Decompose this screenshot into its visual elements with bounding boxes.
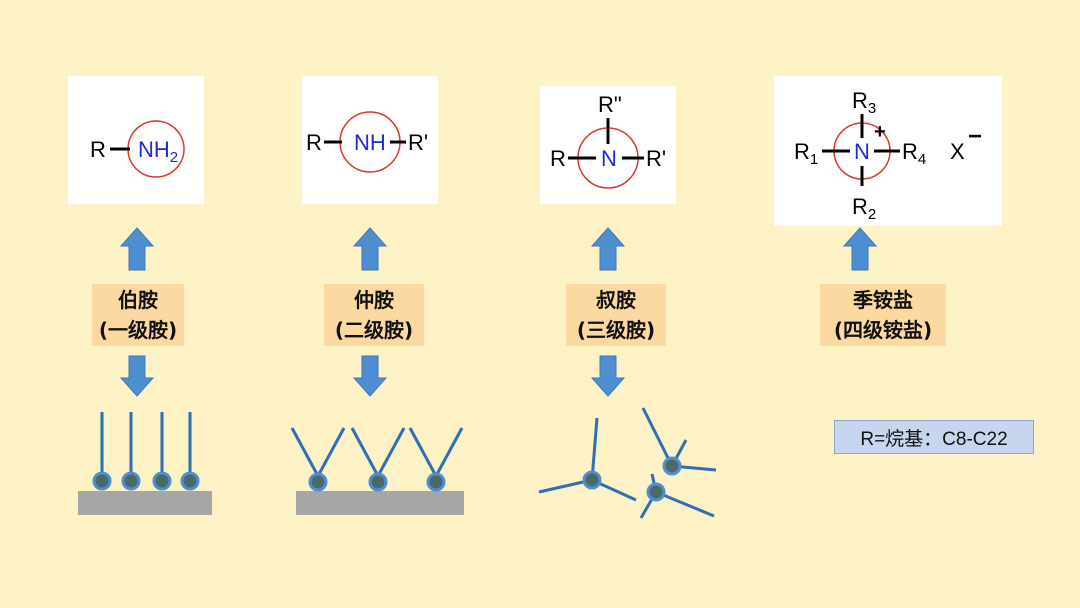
tertiary-amine-formula: R" R N R' bbox=[550, 92, 666, 189]
quaternary-ammonium-formula: R3 R1 N + R4 R2 X − bbox=[794, 88, 982, 223]
right-group: R4 bbox=[902, 139, 926, 168]
secondary-adsorption bbox=[290, 427, 464, 515]
up-arrow-icon bbox=[590, 227, 626, 271]
primary-adsorption bbox=[78, 412, 212, 515]
center-atom: N bbox=[854, 139, 870, 164]
alkyl-chain bbox=[538, 478, 593, 494]
alkyl-chain bbox=[650, 473, 658, 493]
down-arrow-icon bbox=[119, 355, 155, 397]
primary-amine-formula: R NH2 bbox=[90, 120, 185, 178]
amine-level: (四级铵盐) bbox=[833, 318, 933, 342]
charge-sign: + bbox=[874, 121, 886, 143]
right-group: R' bbox=[408, 130, 428, 155]
alkyl-chain bbox=[641, 407, 674, 467]
alkyl-chain bbox=[591, 478, 637, 502]
alkyl-chain bbox=[376, 427, 406, 477]
alkyl-chain bbox=[655, 490, 715, 518]
left-group: R bbox=[306, 130, 322, 155]
right-group: R' bbox=[646, 146, 666, 171]
center-atom: NH2 bbox=[138, 137, 178, 166]
down-arrow-icon bbox=[352, 355, 388, 397]
substrate-plate bbox=[78, 491, 212, 515]
up-arrow-icon bbox=[842, 227, 878, 271]
alkyl-chain bbox=[670, 439, 688, 467]
alkyl-legend: R=烷基：C8-C22 bbox=[834, 420, 1034, 454]
alkyl-legend-text: R=烷基：C8-C22 bbox=[860, 428, 1008, 450]
anion: X bbox=[950, 139, 965, 164]
quaternary-ammonium-label: 季铵盐 (四级铵盐) bbox=[820, 284, 946, 346]
amine-level: (一级胺) bbox=[98, 318, 178, 342]
head-group bbox=[180, 471, 200, 491]
center-atom: N bbox=[601, 146, 617, 171]
primary-amine-card: R NH2 bbox=[68, 76, 204, 204]
alkyl-chain bbox=[671, 464, 717, 472]
alkyl-chain bbox=[290, 427, 320, 477]
primary-amine-label: 伯胺 (一级胺) bbox=[92, 284, 184, 346]
amine-name: 叔胺 bbox=[596, 288, 636, 312]
alkyl-chain bbox=[408, 427, 438, 477]
secondary-amine-card: R NH R' bbox=[302, 76, 438, 204]
amine-level: (二级胺) bbox=[334, 318, 414, 342]
up-arrow-icon bbox=[352, 227, 388, 271]
head-group bbox=[308, 472, 328, 492]
alkyl-chain bbox=[350, 427, 380, 477]
amine-level: (三级胺) bbox=[576, 318, 656, 342]
quaternary-ammonium-card: R3 R1 N + R4 R2 X − bbox=[774, 76, 1002, 226]
head-group bbox=[121, 471, 141, 491]
center-atom: NH bbox=[354, 130, 386, 155]
alkyl-chain bbox=[434, 427, 464, 477]
head-group bbox=[662, 456, 682, 476]
head-group bbox=[152, 471, 172, 491]
amine-name: 仲胺 bbox=[354, 288, 394, 312]
alkyl-chain bbox=[590, 417, 599, 481]
amine-name: 伯胺 bbox=[118, 288, 158, 312]
head-group bbox=[92, 471, 112, 491]
tertiary-amine-card: R" R N R' bbox=[540, 86, 676, 204]
alkyl-chain bbox=[316, 427, 346, 477]
down-arrow-icon bbox=[590, 355, 626, 397]
alkyl-chain bbox=[639, 491, 658, 519]
top-group: R" bbox=[598, 92, 622, 117]
left-group: R bbox=[550, 146, 566, 171]
tertiary-amine-label: 叔胺 (三级胺) bbox=[566, 284, 666, 346]
head-group bbox=[582, 470, 602, 490]
secondary-amine-formula: R NH R' bbox=[306, 111, 428, 173]
amine-name: 季铵盐 bbox=[853, 288, 913, 312]
tertiary-molecules bbox=[538, 407, 717, 519]
left-group: R bbox=[90, 137, 106, 162]
anion-charge: − bbox=[968, 123, 982, 150]
bottom-group: R2 bbox=[852, 194, 876, 223]
substrate-plate bbox=[296, 491, 464, 515]
head-group bbox=[426, 472, 446, 492]
left-group: R1 bbox=[794, 139, 818, 168]
head-group bbox=[646, 482, 666, 502]
up-arrow-icon bbox=[119, 227, 155, 271]
head-group bbox=[368, 472, 388, 492]
secondary-amine-label: 仲胺 (二级胺) bbox=[324, 284, 424, 346]
top-group: R3 bbox=[852, 88, 876, 117]
